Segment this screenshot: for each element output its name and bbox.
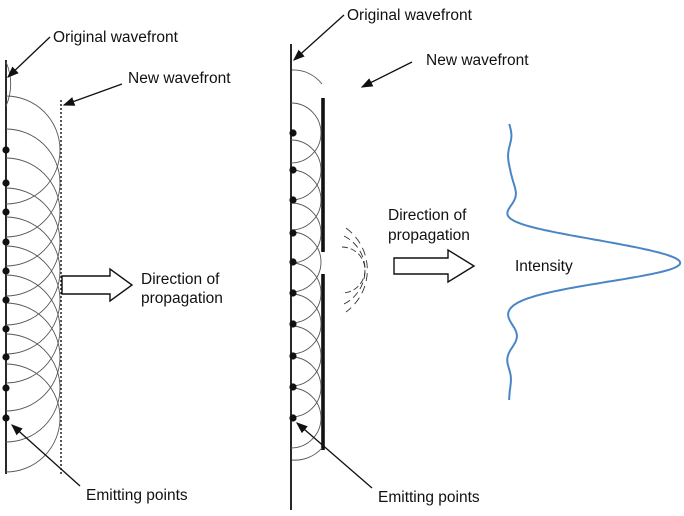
left-original-wavefront-pointer: [7, 36, 51, 78]
right-wavelet: [290, 262, 322, 324]
right-wavelet: [290, 325, 322, 387]
right-wavelet: [290, 387, 322, 449]
right-wavelet: [290, 293, 322, 355]
intensity-label: Intensity: [515, 258, 573, 275]
right-direction-label-line1: Direction of: [388, 207, 467, 224]
right-emitting-point: [289, 383, 297, 391]
left-emitting-points-label: Emitting points: [86, 487, 188, 504]
left-wavelets: [5, 61, 61, 473]
left-wavelet: [5, 333, 61, 443]
right-emitting-point: [289, 258, 297, 266]
right-propagation-arrow: [393, 248, 476, 284]
right-emitting-point: [289, 352, 297, 360]
left-direction-label-line2: propagation: [141, 290, 223, 307]
right-original-wavefront-label: Original wavefront: [347, 7, 473, 24]
left-emitting-point: [2, 353, 10, 361]
left-new-wavefront-pointer: [62, 83, 123, 106]
left-emitting-point: [2, 384, 10, 392]
right-wavelet: [290, 202, 322, 264]
left-direction-label-line1: Direction of: [141, 271, 220, 288]
left-wavelet: [5, 61, 12, 107]
left-wavelet: [5, 187, 61, 297]
left-wavelet: [5, 363, 61, 473]
right-emitting-point: [289, 129, 297, 137]
left-wavelet: [5, 245, 61, 355]
left-wavelet: [5, 157, 61, 267]
left-wavelet: [5, 216, 61, 326]
left-panel: Original wavefront New wavefront Directi…: [2, 29, 231, 504]
right-wavelet: [290, 102, 322, 164]
intensity-curve: [506, 123, 682, 400]
right-emitting-points-label: Emitting points: [378, 489, 480, 506]
right-new-wavefront-label: New wavefront: [426, 52, 529, 69]
left-emitting-points-pointer: [11, 424, 81, 487]
left-wavelet: [5, 128, 61, 238]
right-emitting-point: [289, 229, 297, 237]
right-wavelet: [290, 139, 322, 201]
left-emitting-point: [2, 296, 10, 304]
right-emitting-points-pointer: [296, 422, 373, 489]
right-emitting-point: [289, 289, 297, 297]
left-emitting-point: [2, 146, 10, 154]
right-wavelet: [290, 231, 322, 293]
left-wavelet: [5, 302, 61, 412]
left-wavelet: [5, 95, 61, 205]
right-wavelet: [291, 69, 323, 85]
right-emitting-point: [289, 320, 297, 328]
right-wavelet: [291, 447, 323, 461]
left-emitting-point: [2, 238, 10, 246]
left-original-wavefront-label: Original wavefront: [53, 29, 179, 46]
left-wavelet: [5, 274, 61, 384]
right-direction-label-line2: propagation: [388, 227, 470, 244]
right-original-wavefront-pointer: [293, 14, 345, 61]
left-emitting-point: [2, 208, 10, 216]
left-emitting-point: [2, 179, 10, 187]
left-emitting-points: [2, 146, 10, 422]
diffracted-waves: [341, 227, 368, 313]
right-emitting-point: [289, 196, 297, 204]
right-panel: Original wavefront New wavefront Directi…: [289, 7, 682, 510]
right-new-wavefront-pointer: [360, 61, 413, 88]
left-propagation-arrow: [61, 267, 134, 303]
right-wavelets: [290, 69, 323, 461]
right-wavelet: [290, 356, 322, 418]
right-emitting-point: [289, 166, 297, 174]
left-emitting-point: [2, 414, 10, 422]
right-wavelet: [290, 169, 322, 231]
left-emitting-point: [2, 325, 10, 333]
right-emitting-points: [289, 129, 297, 422]
right-emitting-point: [289, 414, 297, 422]
left-emitting-point: [2, 267, 10, 275]
left-new-wavefront-label: New wavefront: [128, 70, 231, 87]
